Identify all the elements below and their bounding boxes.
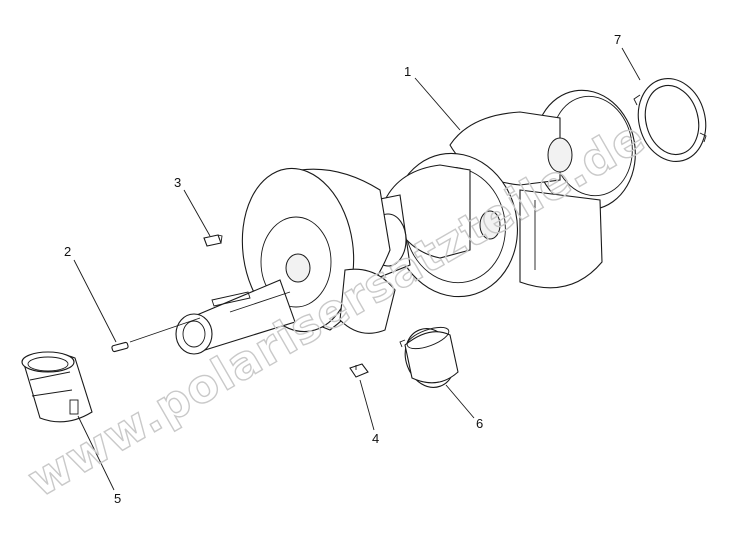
part-5-main-bearing <box>21 351 93 423</box>
watermark: www.polarisersatzteile.de <box>19 109 655 507</box>
callout-labels: 1 2 3 4 5 6 7 <box>64 32 621 506</box>
callout-6: 6 <box>476 416 483 431</box>
callout-5: 5 <box>114 491 121 506</box>
callout-7: 7 <box>614 32 621 47</box>
callout-1: 1 <box>404 64 411 79</box>
part-3-woodruff-key <box>203 234 223 247</box>
callout-2: 2 <box>64 244 71 259</box>
callout-4: 4 <box>372 431 379 446</box>
part-6-bearing <box>399 326 459 388</box>
callout-3: 3 <box>174 175 181 190</box>
part-7-thrust-washer <box>633 77 707 163</box>
part-2-dowel-pin <box>111 341 129 353</box>
part-4-key <box>349 363 369 378</box>
leader-lines <box>73 47 641 491</box>
part-1-crankshaft <box>175 89 636 355</box>
